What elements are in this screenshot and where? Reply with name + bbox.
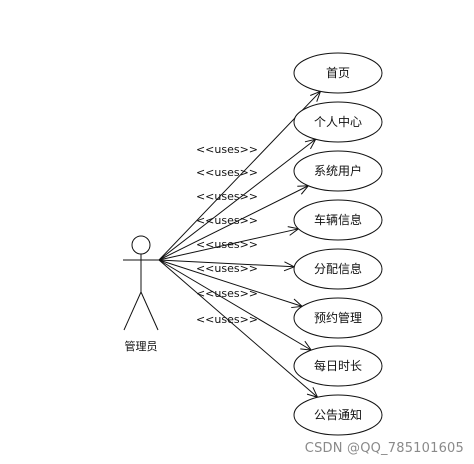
- use-case-label: 分配信息: [314, 261, 362, 276]
- association-lines: [158, 90, 322, 399]
- association-line: [158, 259, 318, 398]
- use-case: 预约管理: [293, 297, 383, 339]
- actor-left-leg: [123, 291, 142, 331]
- uses-label: <<uses>>: [196, 143, 258, 156]
- use-case: 首页: [293, 52, 383, 94]
- use-case-ellipse: [293, 101, 383, 143]
- uses-label: <<uses>>: [196, 238, 258, 251]
- association-line: [158, 138, 316, 261]
- uses-label: <<uses>>: [196, 214, 258, 227]
- use-case: 分配信息: [293, 248, 383, 290]
- use-case-label: 预约管理: [314, 310, 362, 325]
- use-case-ellipse: [293, 150, 383, 192]
- use-case: 系统用户: [293, 150, 383, 192]
- association-line: [158, 259, 295, 268]
- use-case: 公告通知: [293, 394, 383, 436]
- association-line: [158, 90, 321, 261]
- uses-label: <<uses>>: [196, 313, 258, 326]
- use-case: 车辆信息: [293, 199, 383, 241]
- actor-head: [131, 235, 151, 255]
- use-case-ellipse: [293, 52, 383, 94]
- use-case-label: 个人中心: [314, 114, 362, 129]
- association-line: [158, 259, 312, 351]
- association-line: [158, 185, 309, 261]
- uses-label: <<uses>>: [196, 190, 258, 203]
- association-line: [158, 259, 303, 307]
- actor-label: 管理员: [125, 339, 158, 353]
- use-case-label: 公告通知: [314, 408, 362, 422]
- use-case-ellipse: [293, 248, 383, 290]
- use-case: 个人中心: [293, 101, 383, 143]
- uses-labels: <<uses>> <<uses>> <<uses>> <<uses>> <<uses>>…: [196, 143, 258, 326]
- use-case-label: 车辆信息: [314, 212, 362, 227]
- use-case-ellipse: [293, 297, 383, 339]
- watermark: CSDN @QQ_785101605: [304, 441, 464, 456]
- use-case-ellipse: [293, 199, 383, 241]
- uses-label: <<uses>>: [196, 166, 258, 179]
- actor-admin: [123, 235, 159, 331]
- uses-label: <<uses>>: [196, 287, 258, 300]
- association-line: [158, 228, 299, 261]
- actor-right-leg: [140, 291, 159, 331]
- use-case: 每日时长: [293, 345, 383, 387]
- use-case-label: 系统用户: [314, 163, 362, 178]
- use-case-label: 首页: [326, 66, 350, 80]
- uses-label: <<uses>>: [196, 262, 258, 275]
- use-case-ellipse: [293, 394, 383, 436]
- use-case-label: 每日时长: [314, 358, 362, 373]
- use-case-ellipse: [293, 345, 383, 387]
